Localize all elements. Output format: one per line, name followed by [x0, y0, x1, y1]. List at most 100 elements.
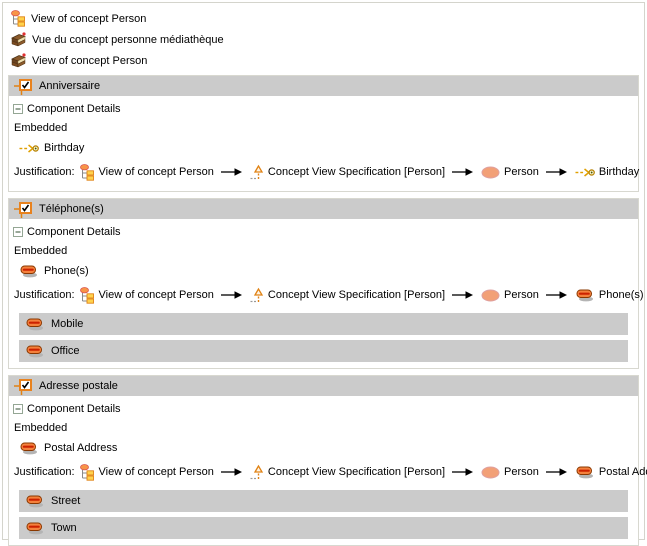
justification-row: Justification: View of concept Person Co… [13, 159, 639, 185]
component-icon [19, 442, 39, 455]
component-name-label: Phone(s) [44, 265, 89, 277]
embedded-label: Embedded [14, 245, 68, 257]
person-ellipse-icon [481, 289, 500, 302]
component-name-label: Birthday [44, 142, 85, 154]
justification-label: Justification: [14, 166, 75, 178]
concept-section: Adresse postale Component Details Embedd… [8, 375, 647, 546]
component-icon [575, 466, 595, 479]
chain-step-label: View of concept Person [98, 466, 214, 478]
chain-step-spec: Concept View Specification [Person] [250, 464, 445, 481]
chain-step-view: View of concept Person [79, 287, 214, 304]
section-check-icon [14, 78, 34, 95]
concept-view-spec-icon [250, 464, 264, 481]
media-library-row-fr[interactable]: Vue du concept personne médiathèque [8, 29, 639, 50]
view-title-row[interactable]: View of concept Person [8, 8, 639, 29]
chain-step-label: View of concept Person [98, 166, 214, 178]
chain-step-person: Person [481, 289, 539, 302]
chain-step-label: Phone(s) [598, 289, 644, 301]
arrow-right-icon [221, 467, 243, 477]
arrow-right-icon [221, 290, 243, 300]
arrow-right-icon [452, 290, 474, 300]
concept-view-spec-icon [250, 287, 264, 304]
chain-step-view: View of concept Person [79, 464, 214, 481]
chain-step-person: Person [481, 166, 539, 179]
component-icon [575, 166, 595, 179]
chain-step-component: Birthday [575, 166, 639, 179]
collapse-toggle-icon[interactable] [13, 104, 23, 114]
component-details-label: Component Details [27, 403, 121, 415]
disc-icon [25, 318, 45, 331]
view-of-concept-icon [79, 464, 95, 481]
chain-step-label: Birthday [598, 166, 640, 178]
sub-item-label: Town [51, 522, 77, 534]
section-title: Téléphone(s) [39, 203, 104, 215]
collapse-toggle-icon[interactable] [13, 227, 23, 237]
arrow-right-icon [452, 467, 474, 477]
section-title: Adresse postale [39, 380, 118, 392]
arrow-right-icon [546, 467, 568, 477]
sub-item-label: Street [51, 495, 81, 507]
arrow-right-icon [546, 167, 568, 177]
chain-step-label: Person [504, 289, 539, 301]
sub-item-label: Mobile [51, 318, 84, 330]
embedded-label: Embedded [14, 122, 68, 134]
media-library-icon [10, 52, 27, 69]
disc-icon [25, 522, 45, 535]
justification-row: Justification: View of concept Person Co… [13, 459, 647, 485]
component-name-label: Postal Address [44, 442, 118, 454]
justification-label: Justification: [14, 466, 75, 478]
chain-step-spec: Concept View Specification [Person] [250, 164, 445, 181]
component-icon [19, 265, 39, 278]
component-icon [19, 142, 39, 155]
chain-step-spec: Concept View Specification [Person] [250, 287, 445, 304]
chain-step-component: Phone(s) [575, 289, 644, 302]
component-icon [575, 289, 595, 302]
chain-step-view: View of concept Person [79, 164, 214, 181]
sub-item-row[interactable]: Town [19, 517, 628, 539]
sub-item-label: Office [51, 345, 80, 357]
section-body: Component Details Embedded Postal Addres… [9, 396, 647, 545]
section-header[interactable]: Téléphone(s) [9, 199, 638, 219]
media-library-icon [10, 31, 27, 48]
sub-item-row[interactable]: Office [19, 340, 628, 362]
chain-step-label: Person [504, 466, 539, 478]
component-details-label: Component Details [27, 103, 121, 115]
view-of-concept-icon [79, 287, 95, 304]
sub-items-container: Street Town [13, 490, 633, 539]
collapse-toggle-icon[interactable] [13, 404, 23, 414]
chain-step-label: Person [504, 166, 539, 178]
section-title: Anniversaire [39, 80, 101, 92]
view-of-concept-icon [79, 164, 95, 181]
concept-section: Téléphone(s) Component Details Embedded … [8, 198, 644, 369]
media-library-row-en[interactable]: View of concept Person [8, 50, 639, 71]
media-library-label-fr: Vue du concept personne médiathèque [32, 33, 224, 46]
disc-icon [25, 345, 45, 358]
view-of-concept-icon [10, 10, 26, 27]
justification-label: Justification: [14, 289, 75, 301]
justification-row: Justification: View of concept Person Co… [13, 282, 644, 308]
chain-step-label: Postal Address [598, 466, 647, 478]
arrow-right-icon [546, 290, 568, 300]
section-header[interactable]: Adresse postale [9, 376, 638, 396]
person-ellipse-icon [481, 166, 500, 179]
chain-step-label: Concept View Specification [Person] [267, 466, 446, 478]
arrow-right-icon [221, 167, 243, 177]
view-title-label: View of concept Person [31, 12, 147, 25]
sub-item-row[interactable]: Street [19, 490, 628, 512]
embedded-label: Embedded [14, 422, 68, 434]
person-ellipse-icon [481, 466, 500, 479]
sections-container: Anniversaire Component Details Embedded … [8, 75, 647, 546]
chain-step-label: View of concept Person [98, 289, 214, 301]
sub-item-row[interactable]: Mobile [19, 313, 628, 335]
section-check-icon [14, 378, 34, 395]
chain-step-person: Person [481, 466, 539, 479]
chain-step-label: Concept View Specification [Person] [267, 289, 446, 301]
chain-step-component: Postal Address [575, 466, 647, 479]
media-library-label-en: View of concept Person [32, 54, 148, 67]
section-header[interactable]: Anniversaire [9, 76, 638, 96]
section-body: Component Details Embedded Phone(s) Just… [9, 219, 644, 368]
arrow-right-icon [452, 167, 474, 177]
concept-view-spec-icon [250, 164, 264, 181]
sub-items-container: Mobile Office [13, 313, 633, 362]
